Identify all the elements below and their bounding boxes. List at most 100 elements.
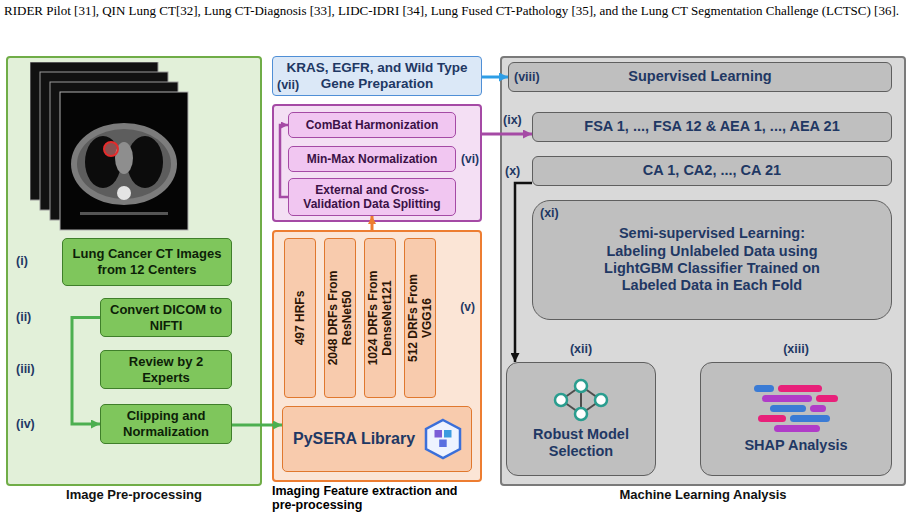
stage-panel: Machine Learning AnalysisSupervised Lear… (500, 56, 906, 486)
process-box: Clipping and Normalization (100, 404, 232, 444)
library-name: PySERA Library (293, 430, 415, 448)
shap-bar (762, 395, 812, 402)
logo-cube (439, 440, 447, 448)
scanner-table (80, 212, 168, 215)
text-anchor: Machine Learning Analysis (502, 487, 904, 502)
box-label: Clipping and Normalization (105, 408, 227, 439)
text-anchor: (v) (460, 300, 475, 314)
feature-label: 497 HRFs (293, 262, 307, 374)
group-panel: (vi) ComBat HarmonizationMin-Max Normaliz… (272, 104, 482, 222)
panel-heading: Image Pre-processing (8, 487, 260, 502)
box-label: External and Cross-Validation Data Split… (293, 183, 451, 212)
body-text: RIDER Pilot [31], QIN Lung CT[32], Lung … (4, 3, 899, 19)
process-box: Supervised Learning (508, 62, 892, 92)
feature-label: 512 DRFs From VGG16 (406, 262, 434, 374)
stage-panel: Image Pre-processingLung Cancer CT Image… (6, 56, 262, 486)
ct-anatomy (71, 123, 177, 215)
logo-cube (444, 430, 452, 438)
network-dot (575, 380, 587, 392)
group-panel: (v) 497 HRFs 2048 DRFs From ResNet50 1024 D… (272, 230, 482, 482)
text-anchor: (iv) (16, 417, 35, 432)
network-icon (549, 378, 613, 422)
icon-box: Robust Model Selection (506, 362, 656, 476)
box-label: Review by 2 Experts (105, 354, 227, 385)
text-anchor: (i) (16, 254, 28, 269)
text-anchor: (iii) (16, 362, 35, 377)
box-label: Lung Cancer CT Images from 12 Centers (67, 246, 227, 277)
logo-cube (435, 430, 443, 438)
library-box: PySERA Library (282, 406, 472, 472)
text-anchor: (xi) (540, 206, 559, 221)
chest-wall (77, 129, 171, 199)
shap-bar (816, 395, 838, 402)
pysera-logo (423, 418, 463, 460)
step-number: (vi) (461, 152, 479, 166)
spine (117, 186, 131, 200)
feature-label: 2048 DRFs From ResNet50 (326, 262, 354, 374)
text-anchor: (xii) (556, 342, 606, 357)
step-number: (vii) (277, 78, 299, 93)
network-dot (595, 394, 607, 406)
box-label: Labeling Unlabeled Data using LightGBM C… (585, 243, 840, 295)
text-anchor: Image Pre-processing (8, 487, 260, 502)
step-number: (iii) (16, 362, 35, 377)
box-label: KRAS, EGFR, and Wild Type Gene Preparati… (277, 60, 477, 92)
flow-arrow (482, 76, 508, 79)
process-box: FSA 1, ..., FSA 12 & AEA 1, ..., AEA 21 (532, 112, 892, 142)
step-number: (viii) (514, 70, 540, 85)
box-label: ComBat Harmonization (293, 118, 451, 132)
shap-bar (778, 385, 822, 392)
logo-hexagon (426, 420, 460, 458)
process-box: Convert DICOM to NIFTI (100, 298, 232, 337)
text-anchor: Imaging Feature extraction and pre-proce… (272, 485, 462, 512)
box-label: Min-Max Normalization (293, 152, 451, 166)
shap-bar (754, 385, 774, 392)
flow-arrow (280, 125, 288, 197)
box-label: FSA 1, ..., FSA 12 & AEA 1, ..., AEA 21 (537, 118, 887, 135)
step-number: (v) (460, 300, 475, 314)
step-number: (ii) (16, 310, 31, 325)
flow-arrow (515, 183, 532, 362)
process-box: Review by 2 Experts (100, 350, 232, 389)
feature-box: 512 DRFs From VGG16 (404, 238, 436, 398)
flow-arrow (232, 424, 282, 427)
step-number: (ix) (503, 113, 522, 128)
process-box: ComBat Harmonization (288, 112, 456, 138)
process-box: Min-Max Normalization (288, 146, 456, 172)
network-dot (575, 408, 587, 420)
body-outline (71, 123, 177, 205)
shap-bar (774, 425, 820, 432)
process-box: CA 1, CA2, ..., CA 21 (532, 156, 892, 186)
shap-bar (770, 405, 806, 412)
step-number: (iv) (16, 417, 35, 432)
step-number: (xii) (556, 342, 606, 357)
text-anchor: (vii) (277, 78, 299, 93)
flow-arrow (482, 133, 532, 136)
column-heading: Imaging Feature extraction and pre-proce… (272, 485, 462, 512)
step-number: (i) (16, 254, 28, 269)
text-anchor: (xiii) (771, 342, 821, 357)
text-anchor: (ii) (16, 310, 31, 325)
step-number: (x) (505, 164, 520, 179)
shap-icon (748, 383, 844, 433)
box-label: CA 1, CA2, ..., CA 21 (537, 162, 887, 179)
shap-bar (790, 415, 830, 422)
flow-arrow (72, 318, 100, 424)
box-label: Robust Model Selection (511, 426, 651, 461)
shap-bar (810, 405, 826, 412)
panel-heading: Machine Learning Analysis (502, 487, 904, 502)
text-anchor: (viii) (514, 70, 540, 85)
text-anchor: (vi) (461, 152, 479, 166)
ct-slice (60, 92, 188, 230)
text-anchor: RIDER Pilot [31], QIN Lung CT[32], Lung … (4, 3, 899, 19)
box-label: SHAP Analysis (705, 437, 887, 454)
feature-label: 1024 DRFs From DenseNet121 (366, 262, 394, 374)
step-number: (xiii) (771, 342, 821, 357)
process-box: KRAS, EGFR, and Wild Type Gene Preparati… (272, 56, 482, 96)
step-number: (xi) (540, 206, 559, 221)
text-anchor: (x) (505, 164, 520, 179)
network-dot (555, 394, 567, 406)
box-label: Convert DICOM to NIFTI (105, 302, 227, 333)
